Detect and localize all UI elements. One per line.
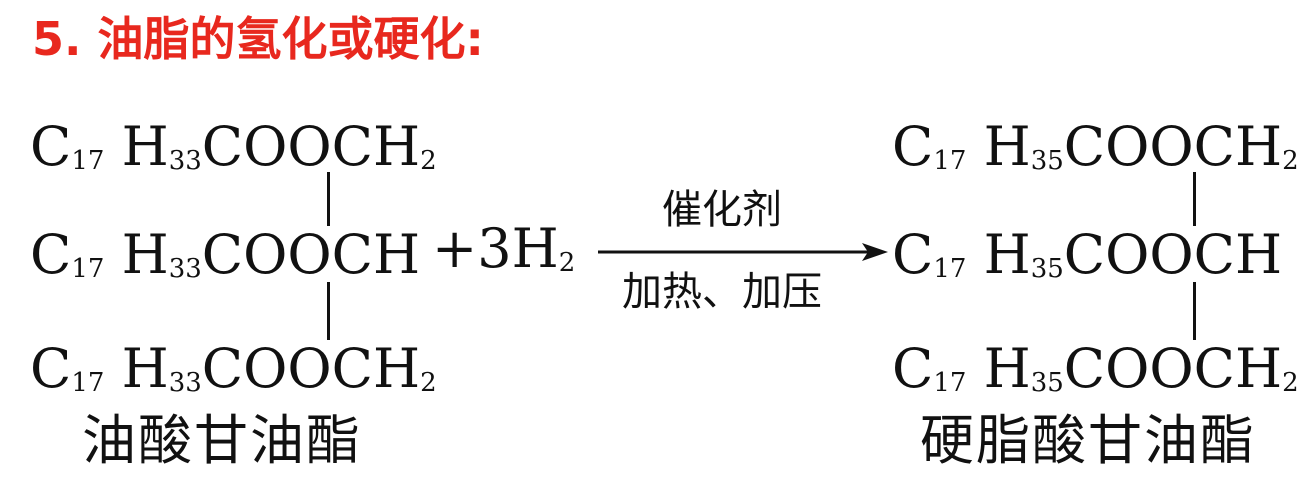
product-row-3-h-sub: 35 [1030,367,1064,398]
reactant-row-1-h-sub: 33 [168,145,202,176]
reactant-row-2: C17 H33COOCH [30,228,420,282]
product-row-3: C17 H35COOCH2 [892,342,1299,396]
reactant-bond-upper [327,172,330,226]
reactant-row-1-c: C [30,115,72,178]
reactant-row-1-tail-sub: 2 [420,145,437,176]
product-row-2-tail: COOCH [1063,223,1283,286]
reagent-term: +3H2 [432,222,575,276]
reactant-row-3-c-sub: 17 [71,367,105,398]
product-row-3-c-sub: 17 [933,367,967,398]
product-row-1-h: H [983,115,1031,178]
product-row-1-h-sub: 35 [1030,145,1064,176]
reactant-row-3-c: C [30,337,72,400]
reagent-species: H [511,217,559,280]
reactant-row-3: C17 H33COOCH2 [30,342,437,396]
reactant-row-1-c-sub: 17 [71,145,105,176]
product-bond-lower [1193,282,1196,340]
reactant-row-3-h-sub: 33 [168,367,202,398]
reactant-row-1-h: H [121,115,169,178]
product-bond-upper [1193,172,1196,226]
reagent-coefficient: 3 [477,217,512,280]
heat-pressure-condition: 加热、加压 [622,269,822,315]
product-row-3-h: H [983,337,1031,400]
product-row-1: C17 H35COOCH2 [892,120,1299,174]
product-name: 硬脂酸甘油酯 [920,409,1256,472]
reactant-row-2-tail: COOCH [201,223,421,286]
reagent-subscript: 2 [558,247,576,278]
product-row-1-tail: COOCH [1063,115,1283,178]
product-row-2-h-sub: 35 [1030,253,1064,284]
reactant-row-1: C17 H33COOCH2 [30,120,437,174]
reaction-arrow-icon [598,243,888,261]
reactant-row-3-tail: COOCH [201,337,421,400]
product-row-3-c: C [892,337,934,400]
product-row-1-c: C [892,115,934,178]
reactant-row-2-c-sub: 17 [71,253,105,284]
product-row-2-h: H [983,223,1031,286]
reactant-row-3-tail-sub: 2 [420,367,437,398]
reactant-row-2-h-sub: 33 [168,253,202,284]
reactant-row-1-tail: COOCH [201,115,421,178]
reactant-bond-lower [327,282,330,340]
catalyst-condition: 催化剂 [662,187,782,233]
product-row-1-tail-sub: 2 [1282,145,1299,176]
product-row-2-c: C [892,223,934,286]
reactant-row-2-c: C [30,223,72,286]
product-row-2: C17 H35COOCH [892,228,1282,282]
reactant-row-3-h: H [121,337,169,400]
product-row-3-tail: COOCH [1063,337,1283,400]
plus-sign: + [432,217,478,280]
section-title: 5. 油脂的氢化或硬化: [32,12,484,66]
product-row-3-tail-sub: 2 [1282,367,1299,398]
reactant-row-2-h: H [121,223,169,286]
reactant-name: 油酸甘油酯 [82,409,362,472]
product-row-1-c-sub: 17 [933,145,967,176]
product-row-2-c-sub: 17 [933,253,967,284]
